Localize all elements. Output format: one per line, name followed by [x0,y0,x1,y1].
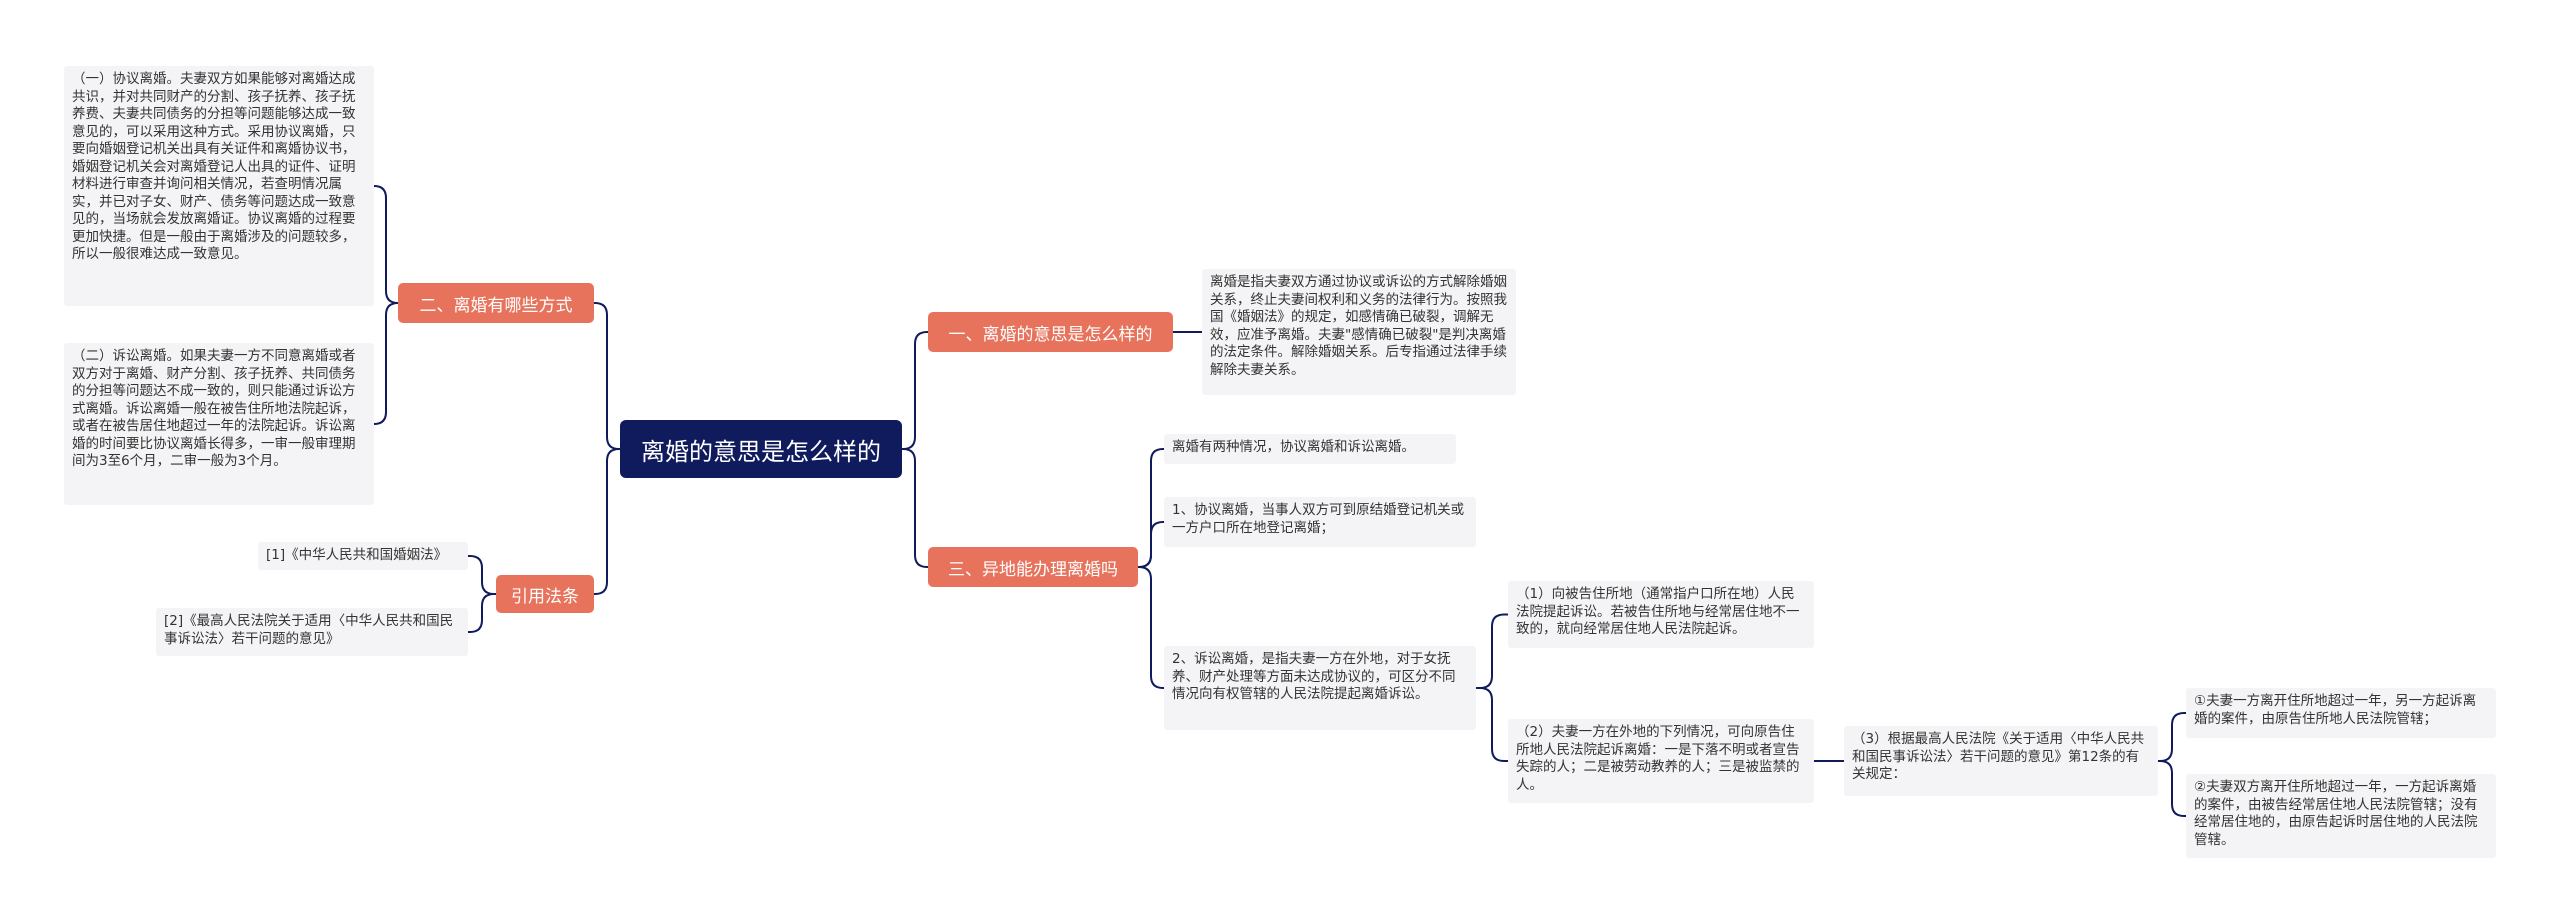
root-topic[interactable]: 离婚的意思是怎么样的 [620,420,902,478]
root-left-links [594,302,620,595]
connector-line [2158,712,2186,762]
branch-citations[interactable]: 引用法条 [496,575,594,613]
leaf-sub-defendant-domicile[interactable]: （1）向被告住所地（通常指户口所在地）人民法院提起诉讼。若被告住所地与经常居住地… [1508,581,1814,648]
connector-line [373,185,399,304]
leaf-divorce-definition[interactable]: 离婚是指夫妻双方通过协议或诉讼的方式解除婚姻关系，终止夫妻间权利和义务的法律行为… [1202,269,1516,395]
root-right-links [902,331,928,568]
leaf-remote-agreement[interactable]: 1、协议离婚，当事人双方可到原结婚登记机关或一方户口所在地登记离婚； [1164,497,1476,547]
connector-line [1476,613,1508,689]
connector-line [373,302,399,425]
leaf-sub-plaintiff-domicile[interactable]: （2）夫妻一方在外地的下列情况，可向原告住所地人民法院起诉离婚：一是下落不明或者… [1508,719,1814,803]
connector-line [1138,521,1164,568]
leaf-citation-civil-procedure[interactable]: [2]《最高人民法院关于适用〈中华人民共和国民事诉讼法〉若干问题的意见》 [156,608,468,656]
sub-3-links [2158,712,2186,817]
litigation-links [1476,613,1508,762]
branch-2-links [373,185,399,425]
leaf-litigation-divorce[interactable]: （二）诉讼离婚。如果夫妻一方不同意离婚或者双方对于离婚、财产分割、孩子抚养、共同… [64,343,374,505]
leaf-rule-two[interactable]: ②夫妻双方离开住所地超过一年，一方起诉离婚的案件，由被告经常居住地人民法院管辖；… [2186,774,2496,858]
branch-meaning[interactable]: 一、离婚的意思是怎么样的 [928,312,1173,352]
leaf-agreement-divorce[interactable]: （一）协议离婚。夫妻双方如果能够对离婚达成共识，并对共同财产的分割、孩子抚养、孩… [64,66,374,306]
connector-line [594,302,620,450]
connector-line [902,448,928,568]
leaf-citation-marriage-law[interactable]: [1]《中华人民共和国婚姻法》 [258,542,468,570]
connector-line [468,555,496,595]
leaf-rule-one[interactable]: ①夫妻一方离开住所地超过一年，另一方起诉离婚的案件，由原告住所地人民法院管辖； [2186,688,2496,738]
connector-line [1138,566,1164,689]
connector-line [2158,760,2186,817]
branch-remote-divorce[interactable]: 三、异地能办理离婚吗 [928,547,1138,587]
branch-4-links [468,555,496,633]
leaf-two-situations[interactable]: 离婚有两种情况，协议离婚和诉讼离婚。 [1164,434,1456,464]
connector-line [468,593,496,633]
branch-methods[interactable]: 二、离婚有哪些方式 [398,283,594,323]
leaf-sub-supreme-court-rule[interactable]: （3）根据最高人民法院《关于适用〈中华人民共和国民事诉讼法〉若干问题的意见》第1… [1844,726,2158,796]
connector-line [1476,687,1508,762]
branch-3-links [1138,448,1164,689]
leaf-remote-litigation[interactable]: 2、诉讼离婚，是指夫妻一方在外地，对于女抚养、财产处理等方面未达成协议的，可区分… [1164,646,1476,730]
connector-line [902,331,928,450]
connector-line [594,448,620,595]
